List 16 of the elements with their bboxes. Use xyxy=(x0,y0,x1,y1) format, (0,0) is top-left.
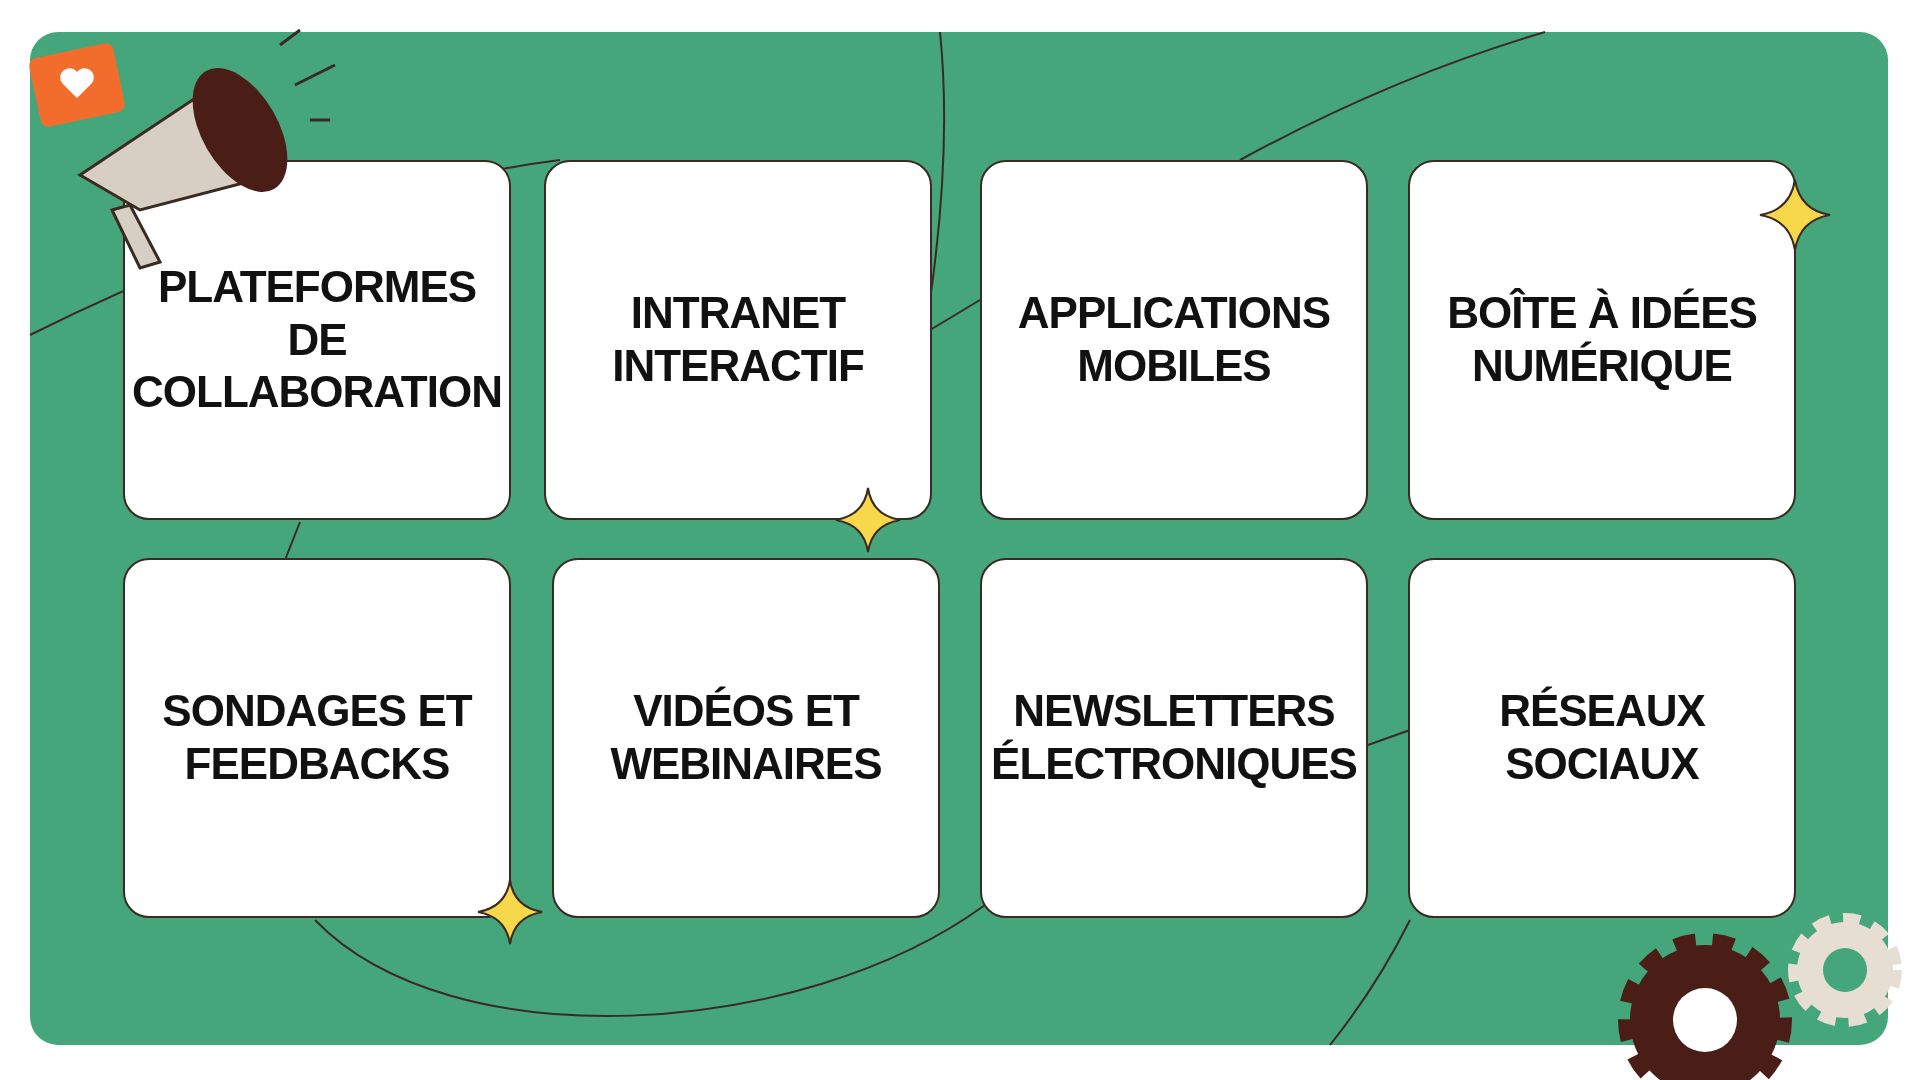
topic-card xyxy=(1408,160,1796,520)
card-title: VIDÉOS ET WEBINAIRES xyxy=(609,685,883,790)
card-title: APPLICATIONS MOBILES xyxy=(1016,287,1332,392)
topic-card xyxy=(1408,558,1796,918)
card-title: INTRANET INTERACTIF xyxy=(611,287,865,392)
topic-card xyxy=(552,558,940,918)
card-title: NEWSLETTERS ÉLECTRONIQUES xyxy=(990,685,1358,790)
topic-card xyxy=(123,160,511,520)
topic-card xyxy=(980,160,1368,520)
card-title: PLATEFORMES DE COLLABORATION xyxy=(132,260,502,419)
topic-card xyxy=(123,558,511,918)
topic-card xyxy=(980,558,1368,918)
card-title: RÉSEAUX SOCIAUX xyxy=(1498,685,1706,790)
topic-card xyxy=(544,160,932,520)
card-title: BOÎTE À IDÉES NUMÉRIQUE xyxy=(1446,287,1758,392)
card-title: SONDAGES ET FEEDBACKS xyxy=(161,685,474,790)
